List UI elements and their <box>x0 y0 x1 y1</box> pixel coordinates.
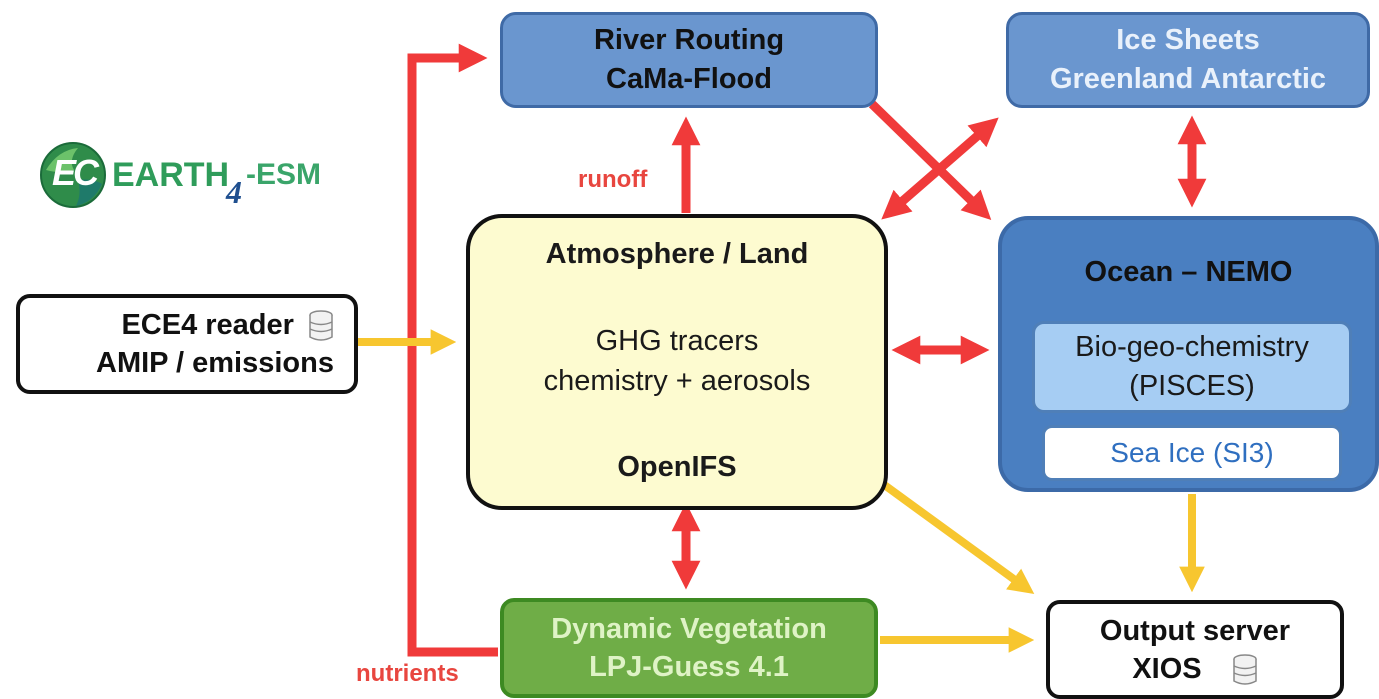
logo-earth: EARTH <box>112 156 230 194</box>
ice-sheets-box: Ice Sheets Greenland Antarctic <box>1006 12 1370 108</box>
reader-title-row: ECE4 reader <box>121 306 334 344</box>
ocean-title: Ocean – NEMO <box>1084 256 1293 288</box>
river-routing-box: River Routing CaMa-Flood <box>500 12 878 108</box>
logo-esm: -ESM <box>246 158 321 191</box>
logo-four: 4 <box>226 174 242 210</box>
database-icon <box>309 310 333 342</box>
output-model: XIOS <box>1132 652 1202 685</box>
vegetation-title: Dynamic Vegetation <box>551 613 827 645</box>
database-icon <box>1232 654 1257 685</box>
river-routing-model: CaMa-Flood <box>606 63 772 95</box>
river-routing-title: River Routing <box>593 24 785 56</box>
sea-ice-label: Sea Ice (SI3) <box>1110 437 1274 468</box>
output-title: Output server <box>1099 614 1291 647</box>
atmosphere-land-box: Atmosphere / Land GHG tracers chemistry … <box>466 214 888 510</box>
runoff-label: runoff <box>578 166 648 193</box>
river-ocean-arrow <box>868 100 992 221</box>
atmosphere-components: GHG tracers chemistry + aerosols <box>544 321 811 401</box>
bio-model: (PISCES) <box>1129 370 1255 402</box>
sea-ice-box: Sea Ice (SI3) <box>1042 425 1342 481</box>
ice-atmosphere-arrow <box>881 117 999 220</box>
ice-sheets-regions: Greenland Antarctic <box>1049 63 1327 95</box>
globe-icon <box>40 142 106 208</box>
output-server-box: Output server XIOS <box>1046 600 1344 699</box>
bio-geo-chemistry-box: Bio-geo-chemistry (PISCES) <box>1032 321 1352 413</box>
nutrients-arrow <box>407 43 498 657</box>
atmosphere-ghg: GHG tracers <box>595 325 759 357</box>
bio-title: Bio-geo-chemistry <box>1075 331 1309 363</box>
dynamic-vegetation-box: Dynamic Vegetation LPJ-Guess 4.1 <box>500 598 878 698</box>
atmosphere-output-arrow <box>869 472 1035 595</box>
vegetation-model: LPJ-Guess 4.1 <box>589 651 789 683</box>
ece4-reader-box: ECE4 reader AMIP / emissions <box>16 294 358 394</box>
atmosphere-chemistry: chemistry + aerosols <box>543 365 811 397</box>
reader-subtitle: AMIP / emissions <box>96 347 334 379</box>
logo-ec: EC <box>52 152 99 193</box>
ocean-nemo-box: Ocean – NEMO Bio-geo-chemistry (PISCES) … <box>998 216 1379 492</box>
ice-sheets-title: Ice Sheets <box>1116 24 1260 56</box>
output-model-row: XIOS <box>1132 650 1257 688</box>
nutrients-label: nutrients <box>356 660 459 687</box>
reader-title: ECE4 reader <box>121 309 294 341</box>
ec-earth-logo: EC EARTH 4 -ESM <box>38 140 348 210</box>
atmosphere-model: OpenIFS <box>617 451 737 483</box>
atmosphere-title: Atmosphere / Land <box>545 238 809 270</box>
